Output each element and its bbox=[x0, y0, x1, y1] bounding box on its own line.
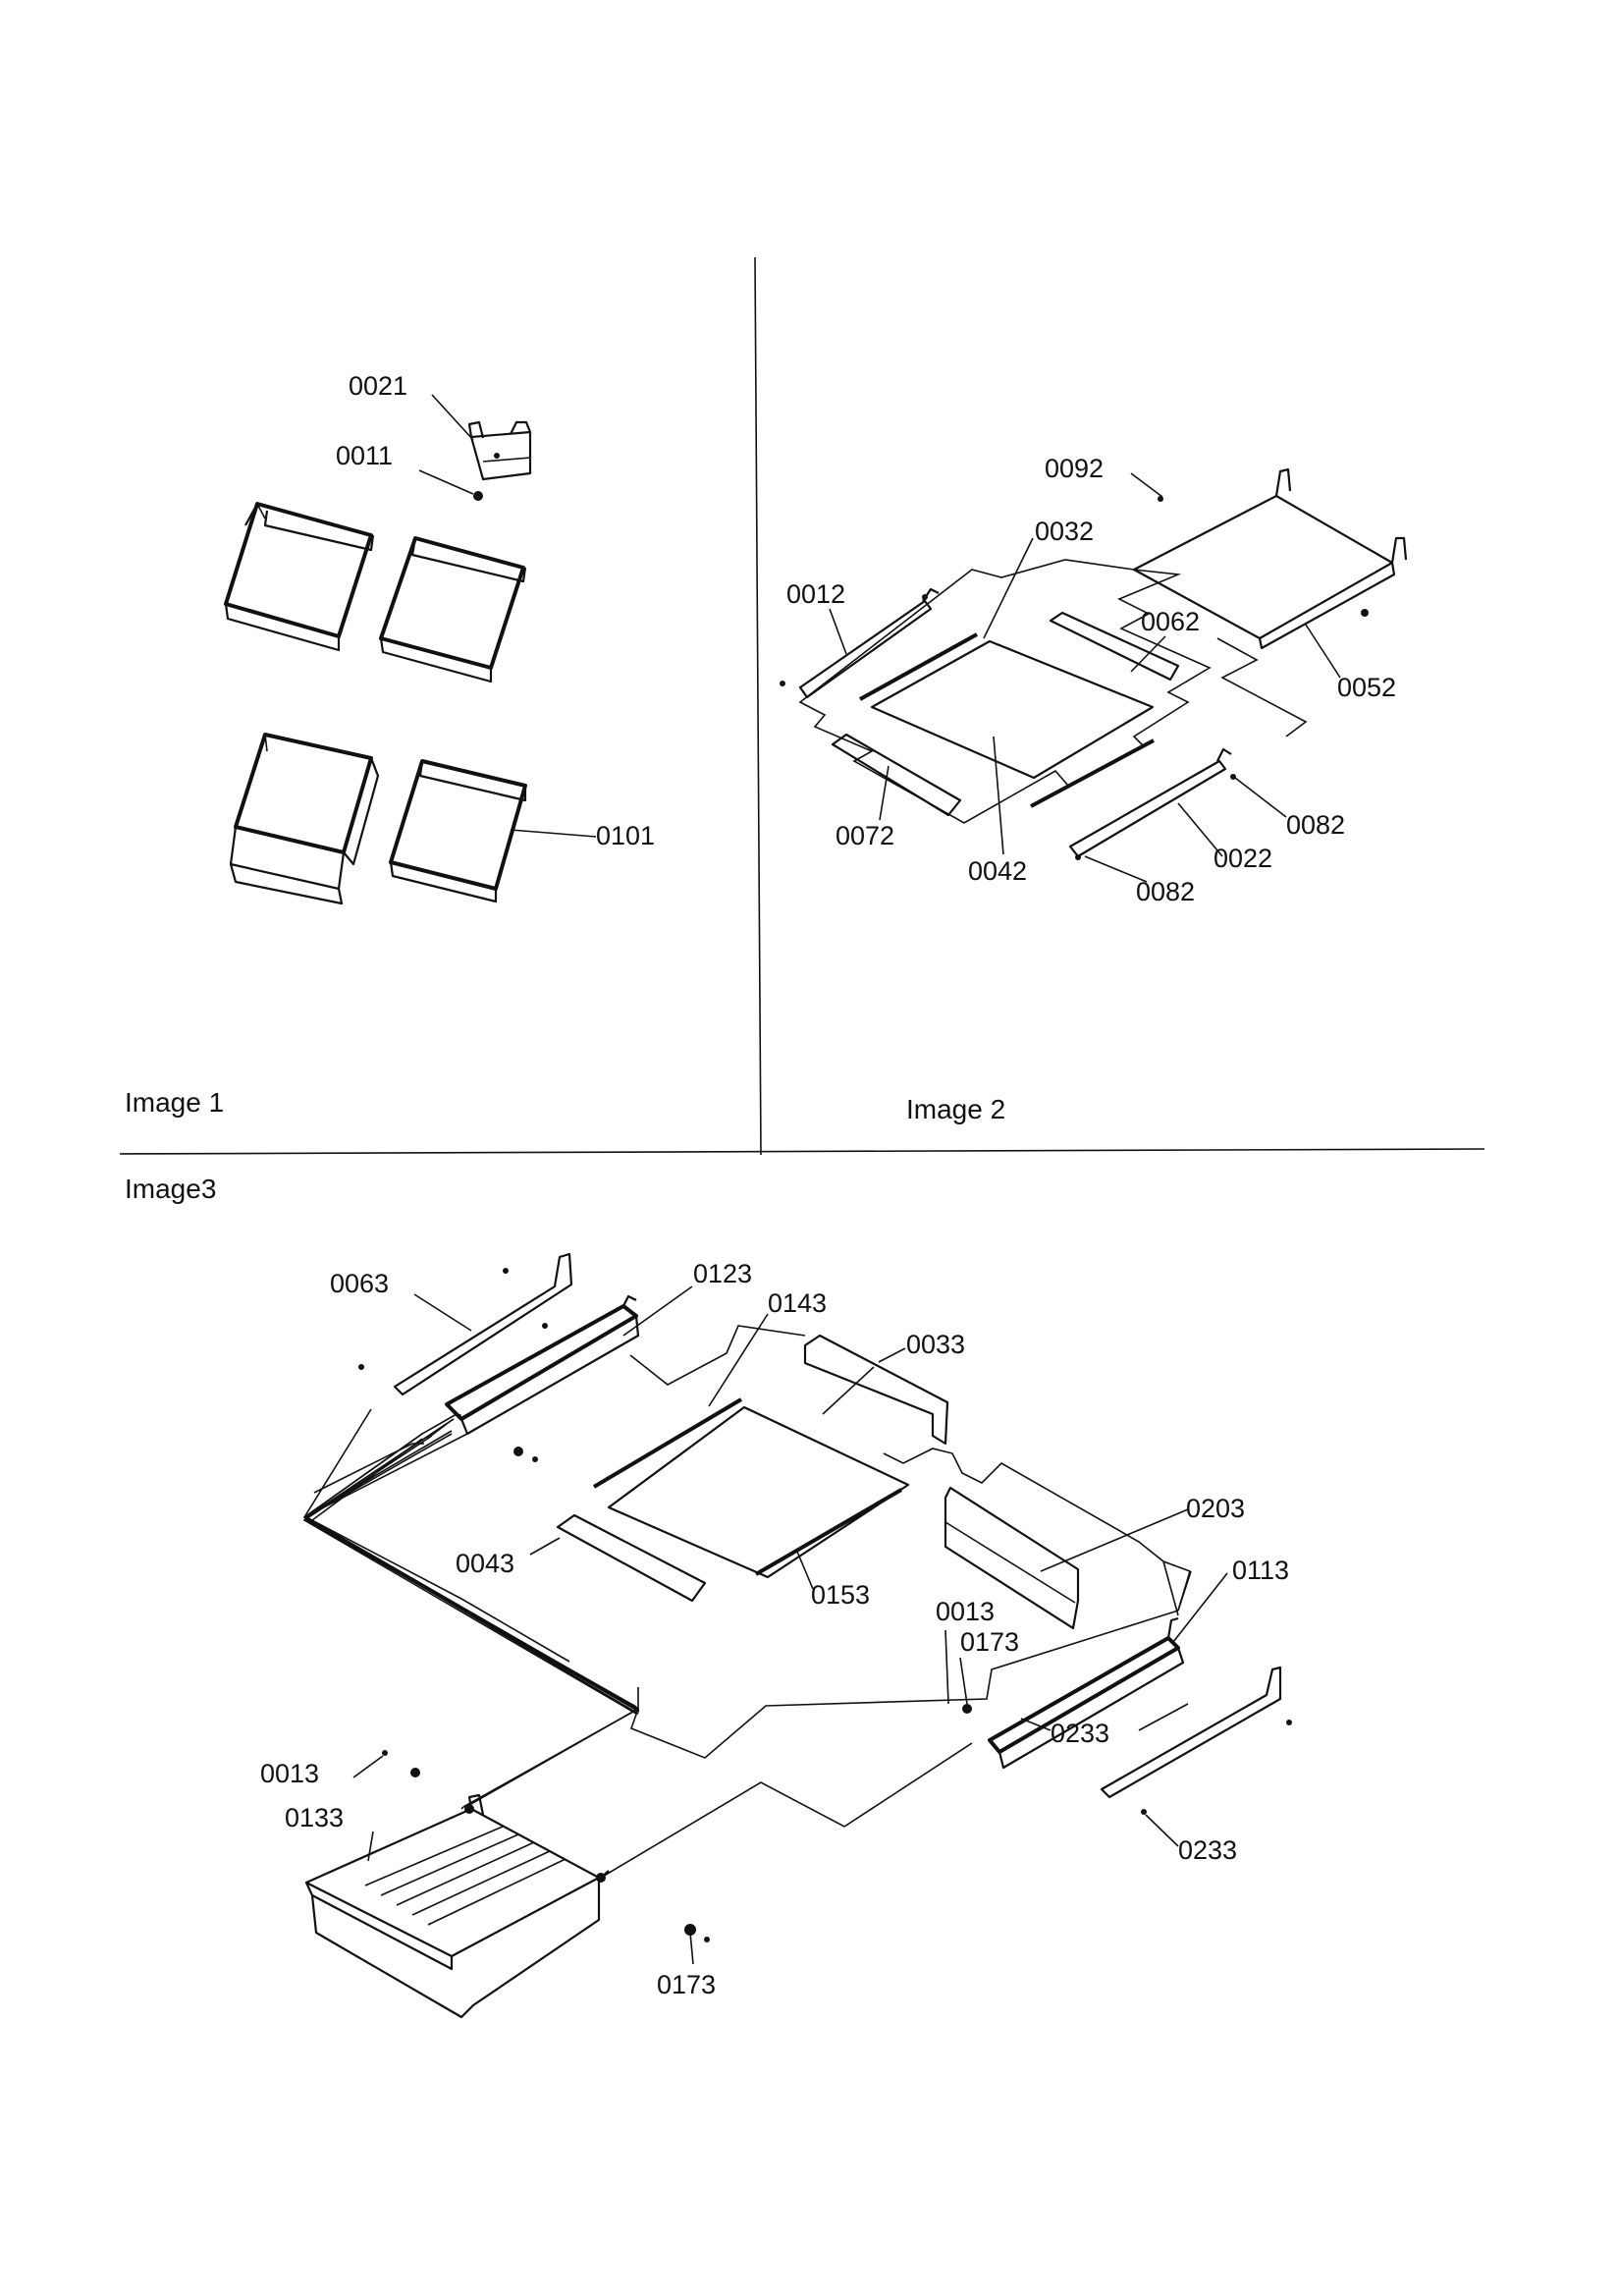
callout-0113: 0113 bbox=[1232, 1556, 1289, 1585]
part-screw bbox=[473, 491, 483, 501]
callout-0033: 0033 bbox=[906, 1330, 965, 1359]
callout-0052: 0052 bbox=[1337, 673, 1396, 702]
part-trim-0143 bbox=[592, 1397, 743, 1489]
callout-0092: 0092 bbox=[1045, 454, 1104, 483]
callout-0233-lower: 0233 bbox=[1178, 1835, 1237, 1865]
part-shelf-frame-2 bbox=[379, 536, 527, 683]
part-glass-shelf-large bbox=[607, 1405, 910, 1579]
divider-horizontal bbox=[119, 1148, 1485, 1155]
part-end-cap-left bbox=[831, 733, 962, 817]
part-bracket-0233 bbox=[1100, 1666, 1282, 1799]
callout-0123: 0123 bbox=[693, 1259, 752, 1288]
caption-image-1: Image 1 bbox=[125, 1087, 224, 1118]
callout-0133: 0133 bbox=[285, 1803, 344, 1832]
callout-0233-upper: 0233 bbox=[1051, 1719, 1109, 1748]
callout-0173-lower: 0173 bbox=[657, 1970, 716, 1999]
callout-0143: 0143 bbox=[768, 1288, 827, 1318]
caption-image-2: Image 2 bbox=[906, 1094, 1005, 1124]
callout-0082-upper: 0082 bbox=[1286, 810, 1345, 840]
callout-0101: 0101 bbox=[596, 821, 655, 850]
callout-0082-lower: 0082 bbox=[1136, 877, 1195, 906]
part-trim-0153 bbox=[754, 1488, 903, 1576]
image-1-drawing bbox=[224, 394, 597, 905]
callout-0173-upper: 0173 bbox=[960, 1627, 1019, 1657]
caption-image-3: Image3 bbox=[125, 1174, 216, 1204]
part-crisper-drawer bbox=[229, 733, 380, 905]
part-end-cap-right bbox=[1049, 611, 1180, 682]
callout-0032: 0032 bbox=[1035, 517, 1094, 546]
callout-0042: 0042 bbox=[968, 856, 1027, 886]
assembly-outline bbox=[798, 559, 1212, 824]
callout-0063: 0063 bbox=[330, 1269, 389, 1298]
callout-0013-upper: 0013 bbox=[936, 1597, 995, 1626]
divider-vertical bbox=[754, 256, 762, 1156]
callout-0043: 0043 bbox=[456, 1549, 514, 1578]
part-crisper-pan bbox=[304, 1793, 610, 2019]
part-end-cap-0033 bbox=[803, 1334, 949, 1446]
part-end-cap-0043 bbox=[556, 1513, 707, 1603]
image-2-drawing bbox=[780, 467, 1408, 883]
part-rail-right bbox=[1068, 759, 1227, 858]
image-3-drawing bbox=[302, 1252, 1292, 2019]
callout-0072: 0072 bbox=[836, 821, 894, 850]
part-glass-shelf bbox=[870, 639, 1155, 780]
callout-0011: 0011 bbox=[336, 441, 393, 470]
part-crisper-cover bbox=[389, 759, 527, 903]
part-trim-front bbox=[859, 632, 978, 701]
callout-labels: 0021 0011 0101 0092 0032 0012 0062 0052 … bbox=[260, 371, 1396, 1999]
part-shelf-frame-1 bbox=[224, 502, 375, 652]
callout-0062: 0062 bbox=[1141, 607, 1200, 636]
callout-0021: 0021 bbox=[349, 371, 407, 401]
callout-0203: 0203 bbox=[1186, 1494, 1245, 1523]
part-rail-left bbox=[798, 599, 933, 699]
callout-0022: 0022 bbox=[1214, 844, 1272, 873]
callout-0013-lower: 0013 bbox=[260, 1759, 319, 1788]
part-bracket-0063 bbox=[393, 1252, 573, 1396]
part-crisper-rail-0203 bbox=[944, 1486, 1080, 1630]
part-bracket bbox=[467, 420, 532, 481]
callout-0012: 0012 bbox=[786, 579, 845, 609]
part-rail-0123 bbox=[445, 1304, 638, 1421]
callout-0153: 0153 bbox=[811, 1580, 870, 1610]
